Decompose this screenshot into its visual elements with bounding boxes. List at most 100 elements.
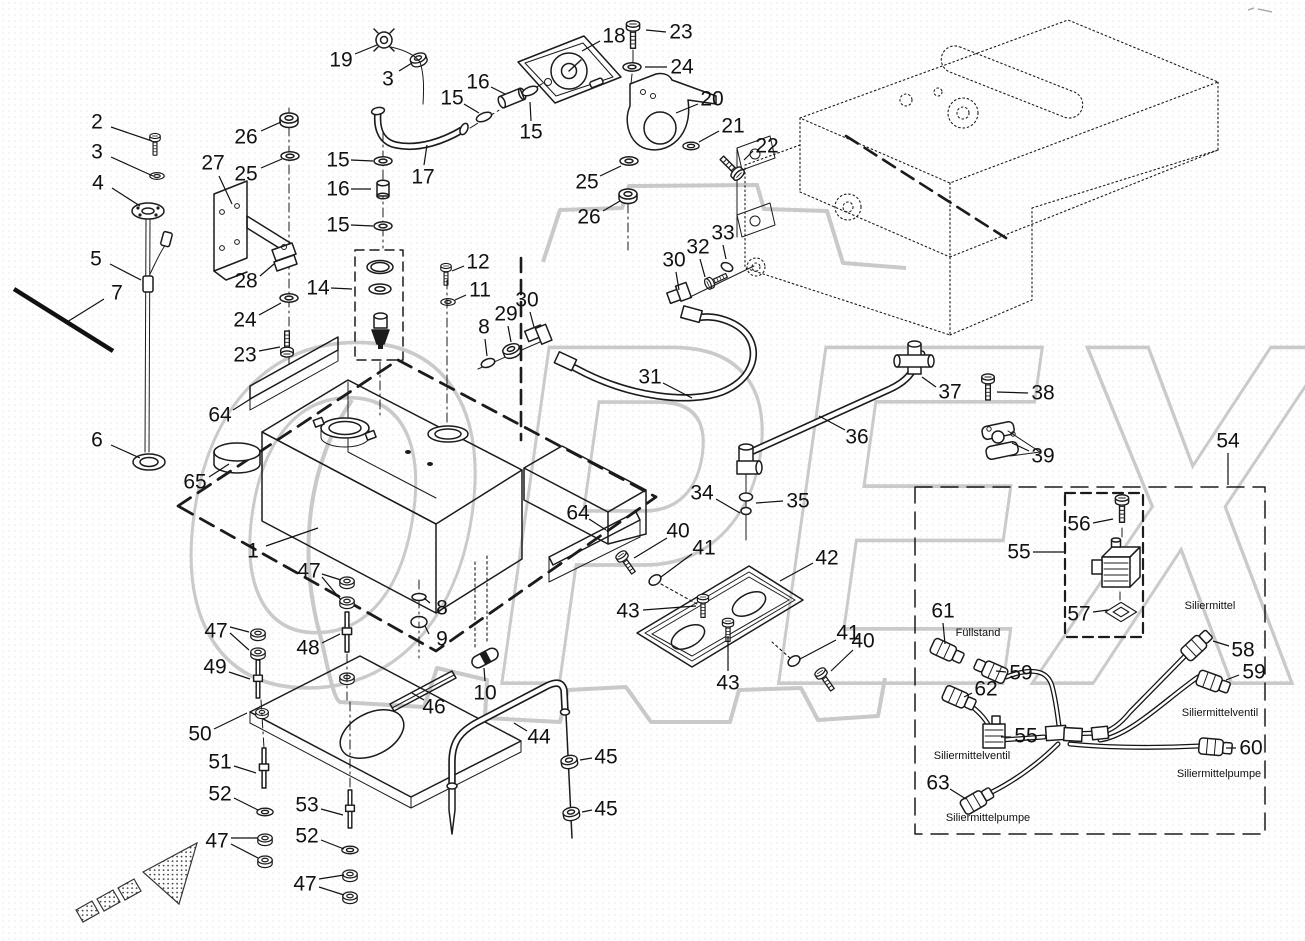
callout-17: 17 xyxy=(411,166,434,189)
callout-7: 7 xyxy=(111,282,123,305)
leader-line-49 xyxy=(228,671,251,680)
tray-42-assembly xyxy=(613,548,838,694)
leader-line-52 xyxy=(233,797,259,811)
suction-tube-44 xyxy=(446,679,582,839)
leader-line-47 xyxy=(321,576,342,601)
callout-55: 55 xyxy=(1014,725,1037,748)
grommet-9 xyxy=(410,615,428,629)
leader-line-52 xyxy=(320,839,345,850)
callout-20: 20 xyxy=(700,88,723,111)
callout-15: 15 xyxy=(519,121,542,144)
leader-line-47 xyxy=(321,573,342,581)
washer-41a xyxy=(648,574,662,586)
leader-line-15 xyxy=(350,159,374,162)
nut-47d1 xyxy=(342,869,358,883)
callout-8: 8 xyxy=(436,597,448,620)
leader-line-15 xyxy=(529,101,532,122)
leader-line-31 xyxy=(662,382,693,399)
callout-21: 21 xyxy=(721,115,744,138)
screw-22 xyxy=(716,152,747,183)
callout-41: 41 xyxy=(692,537,715,560)
callout-8: 8 xyxy=(478,316,490,339)
leader-line-65 xyxy=(208,463,230,478)
leader-line-62 xyxy=(963,692,973,698)
leader-line-1 xyxy=(265,527,319,547)
leader-line-29 xyxy=(507,325,512,343)
leader-line-30 xyxy=(675,271,680,291)
callout-14: 14 xyxy=(306,277,330,300)
callout-15: 15 xyxy=(440,87,463,110)
leader-line-20 xyxy=(675,103,699,114)
callout-60: 60 xyxy=(1239,737,1262,760)
leader-line-15 xyxy=(463,103,480,114)
connector-63 xyxy=(958,784,997,817)
callout-30: 30 xyxy=(662,249,685,272)
leader-line-59 xyxy=(1225,674,1240,681)
callout-65: 65 xyxy=(183,471,206,494)
leader-line-48 xyxy=(321,633,341,644)
flange-4 xyxy=(131,202,165,220)
clamp-39 xyxy=(981,420,1041,460)
level-sensor-assembly xyxy=(12,132,173,471)
callout-35: 35 xyxy=(786,490,809,513)
leader-line-56 xyxy=(1092,518,1114,524)
leader-line-58 xyxy=(1212,640,1230,647)
nut-26 xyxy=(279,112,299,129)
leader-line-42 xyxy=(779,562,814,582)
leader-line-19 xyxy=(354,44,378,55)
washer-24 xyxy=(279,293,299,303)
leader-line-36 xyxy=(818,415,846,431)
callout-59: 59 xyxy=(1242,661,1265,684)
leader-line-23 xyxy=(645,29,667,33)
component-label-layer: FüllstandSiliermittelSiliermittelventilS… xyxy=(934,600,1261,824)
callout-43: 43 xyxy=(716,672,739,695)
callout-26: 26 xyxy=(234,126,257,149)
leader-line-5 xyxy=(109,263,142,281)
callout-64: 64 xyxy=(566,502,590,525)
bracket-20-assembly xyxy=(618,20,747,251)
leader-line-28 xyxy=(259,263,275,277)
nut-47a2 xyxy=(339,596,355,610)
leader-line-45 xyxy=(581,809,593,813)
callout-45: 45 xyxy=(594,746,617,769)
harness-inset-box-54 xyxy=(914,486,1266,835)
callout-27: 27 xyxy=(201,152,224,175)
nut-26b xyxy=(618,188,638,205)
nut-47b1 xyxy=(250,628,266,642)
callout-48: 48 xyxy=(296,637,319,660)
callout-57: 57 xyxy=(1067,603,1090,626)
nut-47c1 xyxy=(257,833,273,847)
leader-line-3 xyxy=(110,156,154,177)
hose-17-assembly xyxy=(370,28,546,249)
callout-51: 51 xyxy=(208,751,231,774)
callout-24: 24 xyxy=(670,56,694,79)
washer-8 xyxy=(480,357,496,369)
component-label: Siliermittelventil xyxy=(934,750,1010,762)
leader-line-2 xyxy=(110,126,153,142)
watermark-text: OPEX xyxy=(139,243,1305,788)
callout-36: 36 xyxy=(845,426,868,449)
callout-3: 3 xyxy=(91,141,103,164)
leader-line-41 xyxy=(799,639,837,660)
leader-line-38 xyxy=(996,391,1029,394)
leader-line-14 xyxy=(330,287,353,290)
callout-38: 38 xyxy=(1031,382,1054,405)
panel-64a xyxy=(249,336,339,411)
screw-2 xyxy=(149,132,161,156)
callout-2: 2 xyxy=(91,111,103,134)
washer-24a xyxy=(622,62,642,72)
elbow-30b xyxy=(666,281,693,305)
washer-11 xyxy=(440,298,456,306)
callout-3: 3 xyxy=(382,68,394,91)
callout-31: 31 xyxy=(638,366,661,389)
rod-53 xyxy=(344,789,356,829)
filter-plate-18 xyxy=(517,35,622,104)
spray-nozzle xyxy=(371,312,390,349)
washer-15c xyxy=(475,111,493,123)
leader-line-63 xyxy=(949,788,967,800)
callout-4: 4 xyxy=(92,172,104,195)
wiring-harness xyxy=(964,653,1202,795)
ring-6-inner xyxy=(139,456,159,468)
leader-line-57 xyxy=(1092,609,1109,613)
callout-62: 62 xyxy=(974,678,997,701)
